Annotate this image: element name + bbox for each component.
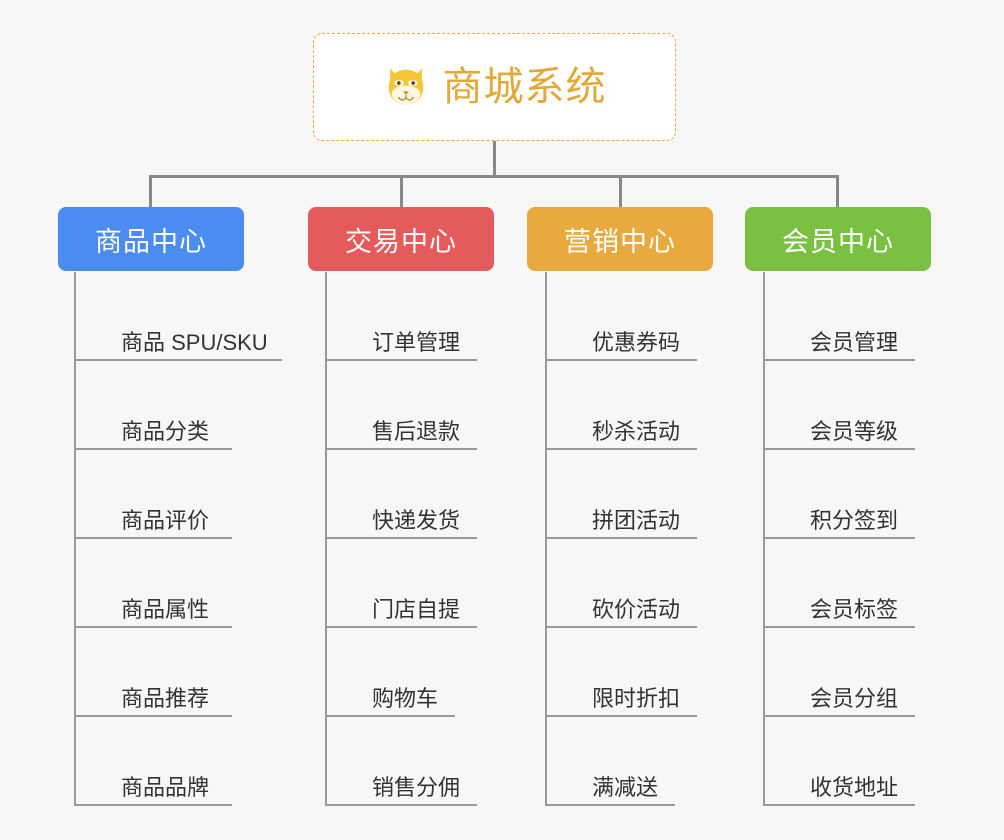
connector-drop-2 xyxy=(400,175,403,207)
connector-drop-4 xyxy=(836,175,839,207)
category-box-2[interactable]: 交易中心 xyxy=(308,207,494,271)
leaf-item[interactable]: 快递发货 xyxy=(325,450,477,539)
leaf-item[interactable]: 拼团活动 xyxy=(545,450,697,539)
leaf-item[interactable]: 商品属性 xyxy=(74,539,232,628)
leaf-item[interactable]: 商品 SPU/SKU xyxy=(74,272,282,361)
leaf-item[interactable]: 会员管理 xyxy=(763,272,915,361)
leaf-label: 积分签到 xyxy=(810,507,899,533)
leaf-label: 商品品牌 xyxy=(121,774,210,800)
connector-root-stem xyxy=(493,141,496,177)
shiba-dog-face-icon xyxy=(388,68,423,105)
leaf-label: 商品 SPU/SKU xyxy=(121,329,268,355)
leaf-item[interactable]: 门店自提 xyxy=(325,539,477,628)
leaf-item[interactable]: 订单管理 xyxy=(325,272,477,361)
leaf-label: 购物车 xyxy=(372,685,439,711)
connector-horizontal-bus xyxy=(149,175,839,178)
leaf-item[interactable]: 商品推荐 xyxy=(74,628,232,717)
leaf-item[interactable]: 商品评价 xyxy=(74,450,232,539)
leaf-item[interactable]: 商品分类 xyxy=(74,361,232,450)
leaf-item[interactable]: 砍价活动 xyxy=(545,539,697,628)
root-node[interactable]: 商城系统 xyxy=(313,33,676,141)
leaf-label: 会员分组 xyxy=(810,685,899,711)
leaf-label: 收货地址 xyxy=(810,774,899,800)
leaf-label: 优惠券码 xyxy=(592,329,681,355)
branch-spine-1 xyxy=(74,272,76,806)
category-label-1: 商品中心 xyxy=(95,226,207,257)
leaf-label: 商品分类 xyxy=(121,418,210,444)
category-box-1[interactable]: 商品中心 xyxy=(58,207,244,271)
leaf-item[interactable]: 满减送 xyxy=(545,717,675,806)
leaf-item[interactable]: 销售分佣 xyxy=(325,717,477,806)
branch-spine-3 xyxy=(545,272,547,806)
leaf-label: 限时折扣 xyxy=(592,685,681,711)
root-title: 商城系统 xyxy=(442,65,607,109)
branch-spine-2 xyxy=(325,272,327,806)
leaf-label: 会员等级 xyxy=(810,418,899,444)
leaf-label: 门店自提 xyxy=(372,596,461,622)
connector-drop-3 xyxy=(619,175,622,207)
leaf-label: 快递发货 xyxy=(372,507,461,533)
category-box-4[interactable]: 会员中心 xyxy=(745,207,931,271)
leaf-item[interactable]: 售后退款 xyxy=(325,361,477,450)
category-box-3[interactable]: 营销中心 xyxy=(527,207,713,271)
leaf-item[interactable]: 会员标签 xyxy=(763,539,915,628)
leaf-label: 会员标签 xyxy=(810,596,899,622)
connector-drop-1 xyxy=(149,175,152,207)
category-label-2: 交易中心 xyxy=(345,226,457,257)
category-label-4: 会员中心 xyxy=(782,226,894,257)
leaf-item[interactable]: 收货地址 xyxy=(763,717,915,806)
leaf-item[interactable]: 优惠券码 xyxy=(545,272,697,361)
leaf-label: 商品推荐 xyxy=(121,685,210,711)
leaf-label: 商品评价 xyxy=(121,507,210,533)
category-label-3: 营销中心 xyxy=(564,226,676,257)
leaf-item[interactable]: 积分签到 xyxy=(763,450,915,539)
leaf-label: 满减送 xyxy=(592,774,659,800)
leaf-label: 秒杀活动 xyxy=(592,418,681,444)
leaf-label: 销售分佣 xyxy=(372,774,461,800)
leaf-label: 会员管理 xyxy=(810,329,899,355)
branch-spine-4 xyxy=(763,272,765,806)
leaf-item[interactable]: 会员分组 xyxy=(763,628,915,717)
leaf-label: 拼团活动 xyxy=(592,507,681,533)
leaf-label: 售后退款 xyxy=(372,418,461,444)
leaf-item[interactable]: 秒杀活动 xyxy=(545,361,697,450)
leaf-item[interactable]: 购物车 xyxy=(325,628,455,717)
leaf-label: 商品属性 xyxy=(121,596,210,622)
leaf-item[interactable]: 限时折扣 xyxy=(545,628,697,717)
leaf-item[interactable]: 会员等级 xyxy=(763,361,915,450)
leaf-label: 订单管理 xyxy=(372,329,461,355)
leaf-label: 砍价活动 xyxy=(592,596,681,622)
leaf-item[interactable]: 商品品牌 xyxy=(74,717,232,806)
